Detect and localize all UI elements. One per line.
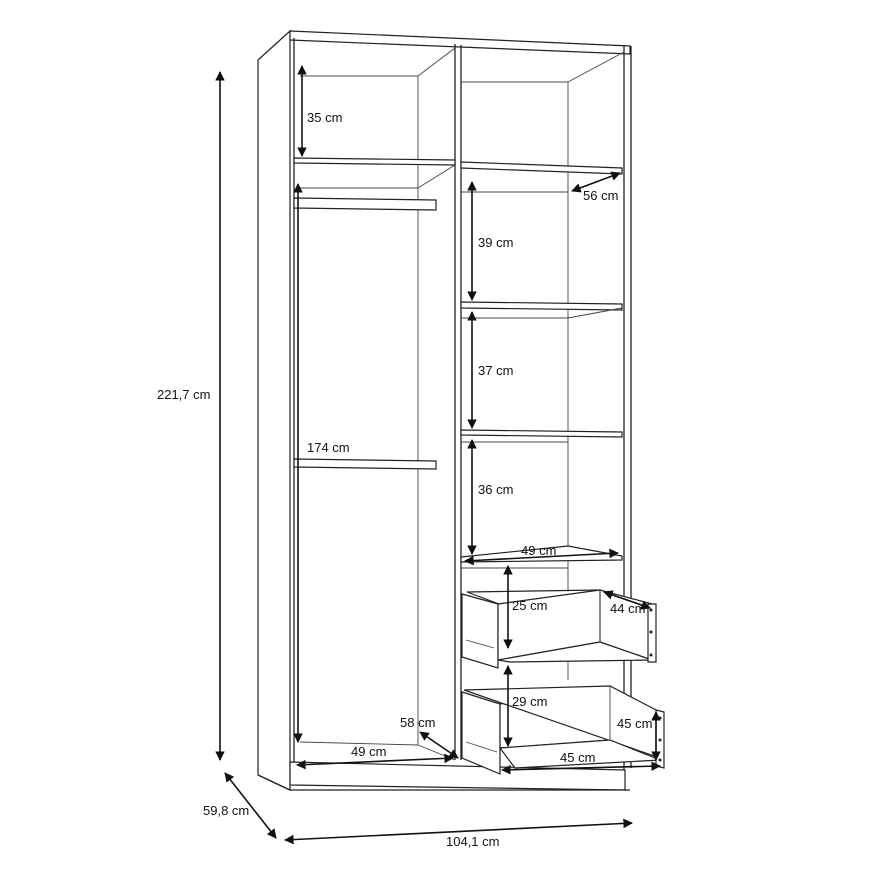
dimension-lines bbox=[215, 65, 661, 845]
width-total-arrow bbox=[284, 818, 633, 845]
shelf-3-height-label: 36 cm bbox=[478, 482, 513, 497]
hanging-width-label: 49 cm bbox=[351, 744, 386, 759]
shelf-depth-arrow bbox=[571, 171, 621, 193]
top-shelf-left bbox=[293, 157, 456, 166]
hanging-width-arrow bbox=[296, 753, 454, 770]
drawer-2-width-arrow bbox=[501, 761, 661, 775]
depth-total-label: 59,8 cm bbox=[203, 803, 249, 818]
drawer-1-front bbox=[461, 593, 499, 669]
shelf-depth-label: 56 cm bbox=[583, 188, 618, 203]
drawer-1-depth-arrow bbox=[603, 590, 651, 610]
shelf-2-height-label: 37 cm bbox=[478, 363, 513, 378]
shelf-1 bbox=[460, 161, 623, 175]
width-total-label: 104,1 cm bbox=[446, 834, 499, 849]
height-total-label: 221,7 cm bbox=[157, 387, 210, 402]
shelf-1-height-label: 39 cm bbox=[478, 235, 513, 250]
drawer-2-depth-label: 45 cm bbox=[617, 716, 652, 731]
wardrobe-carcass bbox=[257, 29, 632, 791]
drawer-1-depth-label: 44 cm bbox=[610, 601, 645, 616]
depth-total-arrow bbox=[224, 772, 277, 839]
drawer-2-front bbox=[461, 691, 501, 775]
left-side-panel bbox=[257, 29, 291, 791]
shelf-2 bbox=[460, 301, 623, 311]
hanging-height-label: 174 cm bbox=[307, 440, 350, 455]
drawer-2-height-label: 29 cm bbox=[512, 694, 547, 709]
shelf-width-arrow bbox=[464, 548, 619, 566]
drawer-2-width-label: 45 cm bbox=[560, 750, 595, 765]
dimension-labels: 221,7 cm 59,8 cm 104,1 cm 35 cm 174 cm 4… bbox=[157, 110, 652, 849]
drawer-1-height-label: 25 cm bbox=[512, 598, 547, 613]
shelf-width-label: 49 cm bbox=[521, 543, 556, 558]
top-panel bbox=[289, 30, 631, 55]
drawer-1 bbox=[461, 589, 657, 669]
shelf-3 bbox=[460, 429, 623, 438]
middle-shelf-left bbox=[293, 458, 437, 470]
hanging-depth-label: 58 cm bbox=[400, 715, 435, 730]
hanging-depth-arrow bbox=[419, 731, 459, 759]
hanging-rail bbox=[293, 197, 437, 211]
bottom-panel bbox=[289, 761, 626, 791]
top-compartment-label: 35 cm bbox=[307, 110, 342, 125]
left-compartment bbox=[293, 47, 456, 761]
